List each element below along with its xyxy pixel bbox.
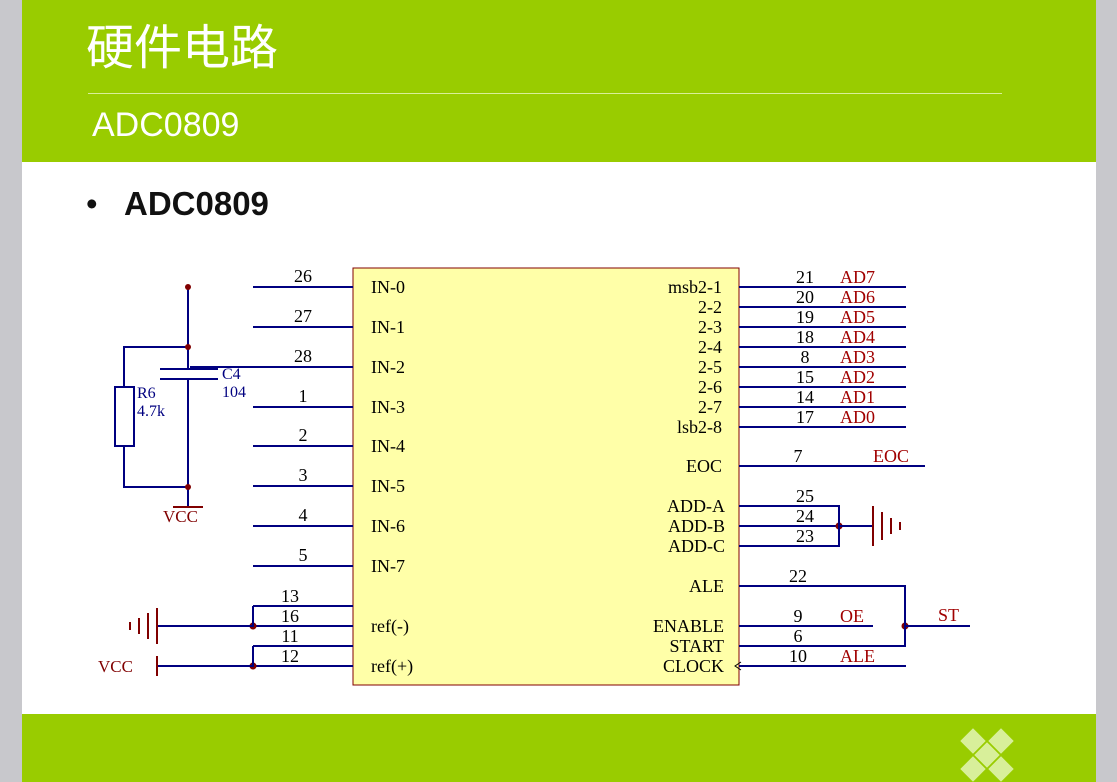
vcc-label-top: VCC — [163, 507, 198, 526]
slide-header: 硬件电路 ADC0809 — [22, 0, 1096, 162]
pin-number: 5 — [299, 545, 308, 565]
pin-name: lsb2-8 — [677, 417, 722, 437]
pin-name: 2-2 — [698, 297, 722, 317]
net-label: AD7 — [840, 267, 875, 287]
pin-name: 2-6 — [698, 377, 722, 397]
pin-number: 7 — [794, 446, 803, 466]
c4-value-label: 104 — [222, 384, 246, 401]
reference-wiring — [157, 606, 254, 667]
net-label: OE — [840, 606, 864, 626]
ground-symbol-left-icon — [129, 608, 158, 644]
pin-number: 23 — [796, 526, 814, 546]
vcc-label-left: VCC — [98, 657, 133, 676]
r6-value-label: 4.7k — [137, 403, 165, 420]
pin-number: 4 — [299, 505, 308, 525]
pin-name: IN-3 — [371, 397, 405, 417]
r6-ref-label: R6 — [137, 385, 156, 402]
bullet-text: ADC0809 — [124, 185, 269, 222]
pin-name: CLOCK — [663, 656, 724, 676]
pin-name: ref(-) — [371, 616, 409, 637]
pin-number: 26 — [294, 266, 312, 286]
pin-name: IN-4 — [371, 436, 405, 456]
address-wiring — [739, 505, 873, 547]
pin-number: 17 — [796, 407, 814, 427]
pin-number: 14 — [796, 387, 814, 407]
ground-symbol-right-icon — [872, 506, 901, 546]
net-label: AD6 — [840, 287, 875, 307]
net-label: AD1 — [840, 387, 875, 407]
pin-number: 22 — [789, 566, 807, 586]
pin-name: EOC — [686, 456, 722, 476]
pin-name: 2-4 — [698, 337, 722, 357]
pin-name: ENABLE — [653, 616, 724, 636]
pin-number: 8 — [801, 347, 810, 367]
pin-name: IN-0 — [371, 277, 405, 297]
footer-logo-icon — [960, 728, 1014, 782]
pin-name: ADD-C — [668, 536, 725, 556]
pin-number: 25 — [796, 486, 814, 506]
slide-subtitle: ADC0809 — [92, 106, 240, 144]
c4-ref-label: C4 — [222, 366, 241, 383]
pin-number: 15 — [796, 367, 814, 387]
pin-number: 21 — [796, 267, 814, 287]
pin-name: IN-7 — [371, 556, 405, 576]
net-label: AD5 — [840, 307, 875, 327]
net-label: ALE — [840, 646, 875, 666]
header-divider — [88, 93, 1002, 94]
pin-name: ADD-B — [668, 516, 725, 536]
pin-number: 1 — [299, 386, 308, 406]
pin-name: msb2-1 — [668, 277, 722, 297]
pin-name: IN-1 — [371, 317, 405, 337]
pin-number: 18 — [796, 327, 814, 347]
pin-number: 10 — [789, 646, 807, 666]
pin-number: 2 — [299, 425, 308, 445]
net-label: AD0 — [840, 407, 875, 427]
pin-number: 9 — [794, 606, 803, 626]
pin-name: IN-5 — [371, 476, 405, 496]
pin-name: 2-7 — [698, 397, 722, 417]
pin-number: 13 — [281, 586, 299, 606]
bullet-marker: • — [86, 185, 98, 222]
slide-footer — [22, 714, 1096, 782]
pin-number: 20 — [796, 287, 814, 307]
pin-name: 2-5 — [698, 357, 722, 377]
pin-name: ADD-A — [667, 496, 725, 516]
clock-arrow-icon — [734, 661, 742, 671]
slide-title: 硬件电路 — [86, 20, 279, 76]
pin-number: 11 — [281, 626, 298, 646]
pin-name: ref(+) — [371, 656, 413, 677]
st-net-label: ST — [938, 605, 959, 625]
net-label: AD3 — [840, 347, 875, 367]
pin-number: 28 — [294, 346, 312, 366]
pin-name: START — [670, 636, 724, 656]
pin-number: 24 — [796, 506, 814, 526]
resistor-r6-icon — [114, 386, 135, 447]
net-label: AD2 — [840, 367, 875, 387]
pin-number: 27 — [294, 306, 312, 326]
net-label: EOC — [873, 446, 909, 466]
pin-number: 3 — [299, 465, 308, 485]
net-label: AD4 — [840, 327, 875, 347]
pin-number: 6 — [794, 626, 803, 646]
chip-body — [352, 267, 740, 686]
pin-number: 16 — [281, 606, 299, 626]
pin-number: 12 — [281, 646, 299, 666]
bullet-item: • ADC0809 — [86, 182, 269, 226]
pin-name: IN-6 — [371, 516, 405, 536]
pin-name: 2-3 — [698, 317, 722, 337]
capacitor-c4-icon — [160, 368, 218, 380]
start-wiring — [739, 585, 970, 647]
pin-name: ALE — [689, 576, 724, 596]
pin-name: IN-2 — [371, 357, 405, 377]
pin-number: 19 — [796, 307, 814, 327]
